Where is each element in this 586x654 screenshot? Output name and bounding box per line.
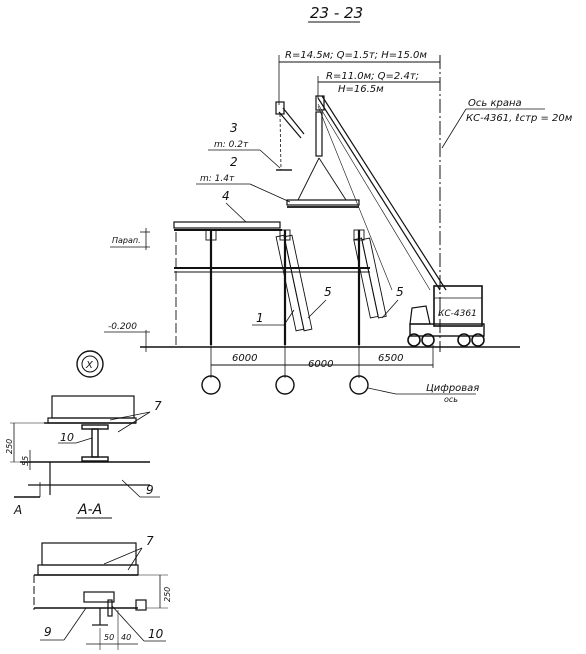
detail-bottom-dim-250: 250 — [163, 587, 172, 602]
item-1-leader — [283, 309, 295, 326]
detail-bottom-10: 10 — [148, 627, 164, 641]
item-2-mass: m: 1.4т — [200, 174, 235, 184]
item-5a-leader — [307, 299, 327, 319]
item-5b-number: 5 — [396, 285, 404, 299]
span-1: 6000 — [232, 353, 257, 364]
crane-body-label: КС-4361 — [438, 309, 477, 319]
item-5a-number: 5 — [324, 285, 332, 299]
detail-bottom-9: 9 — [44, 625, 52, 639]
detail-bottom-dim-50: 50 — [104, 633, 114, 642]
sling-left — [297, 157, 320, 201]
panel-stack-left — [275, 234, 313, 332]
detail-bottom-7: 7 — [146, 534, 154, 548]
digital-axis-label-2: ось — [444, 395, 458, 404]
item-3-leader — [259, 149, 281, 169]
hook-block-main — [315, 111, 323, 157]
digital-axis-label-1: Цифровая — [426, 383, 479, 394]
item-4-number: 4 — [222, 189, 230, 203]
sling-right — [318, 157, 347, 201]
item-1-number: 1 — [256, 311, 264, 325]
node-mark-outer — [76, 350, 104, 378]
detail-top-7: 7 — [154, 399, 162, 413]
span-2: 6000 — [308, 359, 333, 370]
item-2-leader — [249, 183, 291, 203]
level-parapet: Парап. — [112, 236, 141, 245]
detail-top — [20, 395, 150, 495]
detail-top-section-title: А-А — [77, 502, 102, 518]
detail-top-10: 10 — [60, 431, 74, 444]
detail-top-dim-250: 250 — [5, 439, 14, 454]
item-3-mass: m: 0.2т — [214, 140, 249, 150]
boom-main-head — [315, 95, 325, 111]
detail-top-9: 9 — [146, 483, 154, 497]
detail-bottom-dim-40: 40 — [121, 633, 131, 642]
crane-model-label: КС-4361, ℓстр = 20м — [466, 113, 573, 124]
section-title: 23 - 23 — [310, 4, 363, 22]
lifted-panel — [286, 199, 360, 206]
crane-truck — [407, 285, 485, 347]
axis-bubble-3 — [349, 375, 369, 395]
level-zero: -0.200 — [108, 322, 137, 332]
boom-outer-head — [275, 101, 285, 115]
roof-panels — [173, 221, 281, 229]
crane-params-inner-2: H=16.5м — [338, 84, 384, 95]
detail-top-dim-55: 55 — [21, 456, 30, 466]
digital-axis-leader — [367, 387, 397, 395]
detail-top-section-letter: А — [13, 503, 22, 517]
axis-bubble-2 — [275, 375, 295, 395]
axis-bubble-1 — [201, 375, 221, 395]
boom-main — [317, 97, 441, 291]
detail-bottom — [33, 542, 147, 626]
crane-axis-leader — [441, 108, 467, 149]
node-mark-letter: X — [85, 360, 94, 371]
node-mark-inner — [81, 355, 99, 373]
item-2-number: 2 — [230, 155, 238, 169]
crane-axis-label: Ось крана — [468, 98, 522, 109]
hook-line-outer — [279, 113, 282, 171]
boom-pendant — [317, 105, 393, 291]
span-3: 6500 — [378, 353, 403, 364]
item-5b-leader — [381, 299, 399, 319]
crane-params-inner-1: R=11.0м; Q=2.4т; — [326, 71, 419, 82]
item-3-number: 3 — [230, 121, 238, 135]
item-4-leader — [225, 202, 247, 223]
crane-params-outer: R=14.5м; Q=1.5т; H=15.0м — [285, 50, 427, 61]
boom-outer-position — [278, 111, 302, 139]
